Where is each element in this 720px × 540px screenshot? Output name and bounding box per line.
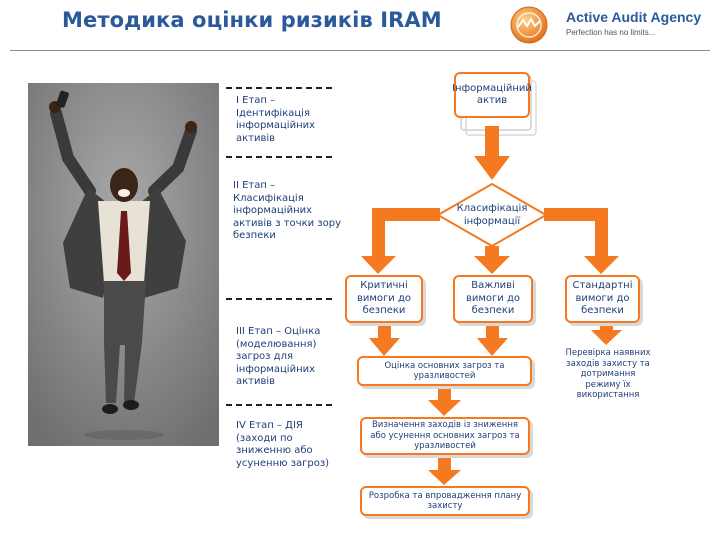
arrow-standard-to-check [591, 323, 622, 345]
arrow-classification-to-important [474, 246, 510, 274]
check-existing-measures: Перевірка наявних заходів захисту та дот… [562, 348, 654, 401]
define-measures-box: Визначення заходів із зниження або усуне… [360, 417, 530, 455]
arrow-define-to-plan [428, 456, 461, 485]
arrow-classification-to-standard [544, 208, 619, 274]
arrow-critical-to-threat [369, 323, 400, 356]
classification-label: Класифікація інформації [440, 203, 544, 228]
important-requirements-box: Важливі вимоги до безпеки [453, 275, 533, 323]
arrow-asset-to-classification [474, 126, 510, 180]
info-asset-box: Інформаційний актив [454, 72, 530, 118]
arrow-classification-to-critical [361, 208, 440, 274]
develop-plan-box: Розробка та впровадження плану захисту [360, 486, 530, 516]
arrow-important-to-threat [477, 323, 508, 356]
arrow-threat-to-define [428, 388, 461, 416]
threat-assessment-box: Оцінка основних загроз та уразливостей [357, 356, 532, 386]
standard-requirements-box: Стандартні вимоги до безпеки [565, 275, 640, 323]
critical-requirements-box: Критичні вимоги до безпеки [345, 275, 423, 323]
